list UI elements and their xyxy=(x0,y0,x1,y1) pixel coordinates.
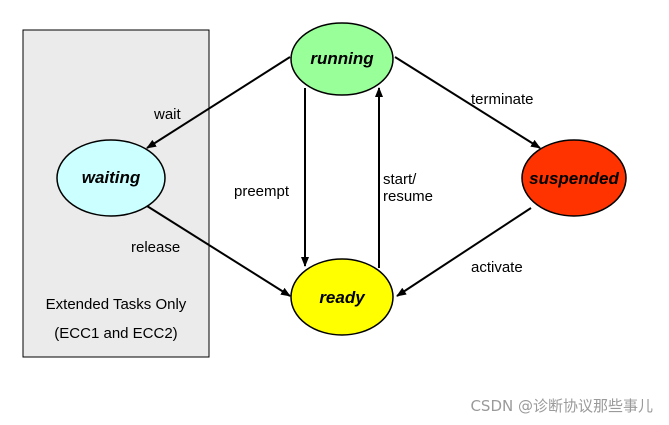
transition-terminate-arrow xyxy=(394,56,541,149)
state-suspended: suspended xyxy=(521,139,627,217)
state-ready: ready xyxy=(290,258,394,336)
transition-start-label: start/ xyxy=(383,171,417,188)
transition-wait-label: wait xyxy=(153,106,182,123)
state-running: running xyxy=(290,22,394,96)
transition-wait-arrow xyxy=(146,56,291,149)
transition-resume-label: resume xyxy=(383,188,433,205)
state-suspended-label: suspended xyxy=(529,169,619,188)
state-running-label: running xyxy=(310,49,374,68)
transition-release-arrow xyxy=(146,205,291,297)
watermark: CSDN @诊断协议那些事儿 xyxy=(470,397,653,415)
transition-activate-arrow xyxy=(396,207,532,297)
state-ready-label: ready xyxy=(319,288,366,307)
transition-preempt-label: preempt xyxy=(234,183,290,200)
extended-tasks-label: Extended Tasks Only xyxy=(46,296,187,313)
transition-release-label: release xyxy=(131,239,180,256)
state-waiting: waiting xyxy=(56,139,166,217)
state-waiting-label: waiting xyxy=(82,168,141,187)
extended-tasks-sublabel: (ECC1 and ECC2) xyxy=(54,325,177,342)
transition-activate-label: activate xyxy=(471,259,523,276)
transition-terminate-label: terminate xyxy=(471,91,534,108)
